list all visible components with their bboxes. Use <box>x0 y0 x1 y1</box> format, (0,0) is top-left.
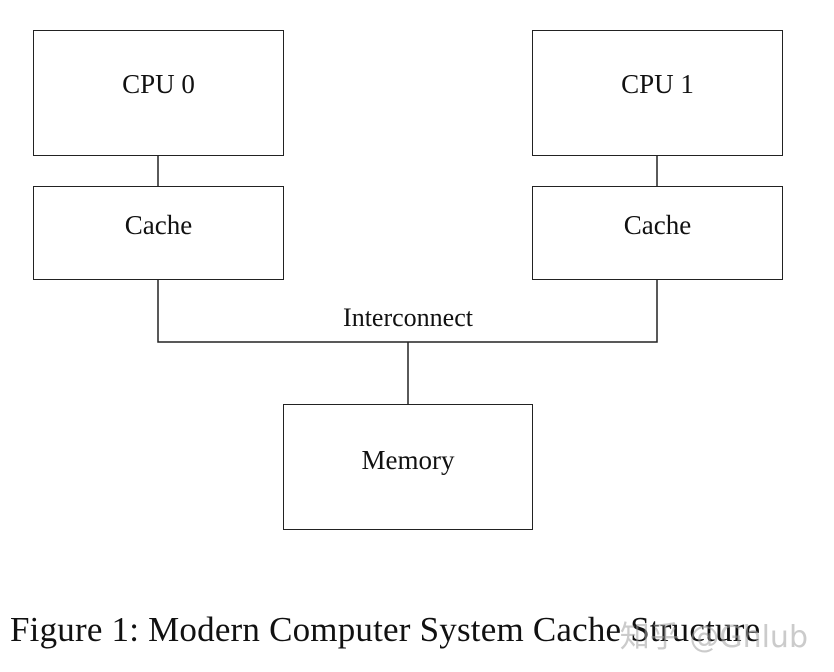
figure-caption: Figure 1: Modern Computer System Cache S… <box>10 610 761 649</box>
cpu-1-label: CPU 1 <box>621 68 694 99</box>
memory-label: Memory <box>361 444 455 475</box>
cpu-0-box: CPU 0 <box>33 30 284 156</box>
cache-structure-diagram: CPU 0 CPU 1 Cache Cache Interconnect Mem… <box>33 30 783 530</box>
cpu-0-label: CPU 0 <box>122 68 195 99</box>
connector-lines <box>157 156 658 404</box>
cache-0-label: Cache <box>124 209 193 240</box>
watermark: 知乎 @Ghlub <box>619 620 808 655</box>
cache-1-label: Cache <box>623 209 692 240</box>
cpu-1-box: CPU 1 <box>532 30 783 156</box>
cache-1-box: Cache <box>532 186 783 280</box>
memory-box: Memory <box>283 404 533 530</box>
interconnect-label: Interconnect <box>343 303 473 332</box>
cache-0-box: Cache <box>33 186 284 280</box>
